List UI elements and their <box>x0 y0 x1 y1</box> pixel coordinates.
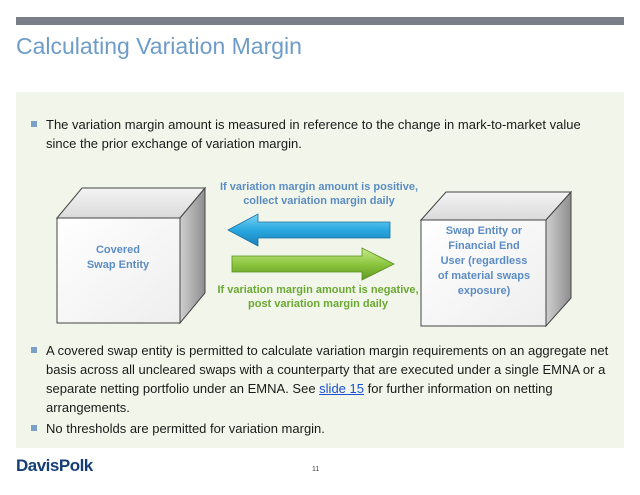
diagram-graphic <box>55 186 573 328</box>
bullet-square-icon <box>31 425 37 431</box>
positive-label-line: collect variation margin daily <box>243 195 395 207</box>
right-box-line: Swap Entity or <box>445 225 523 237</box>
page-number: 11 <box>312 466 320 473</box>
positive-arrow-label: If variation margin amount is positive, … <box>200 180 438 208</box>
page-title: Calculating Variation Margin <box>16 33 302 59</box>
left-box <box>55 186 207 325</box>
bullet-text-part: A covered swap entity is permitted to ca… <box>46 343 609 396</box>
arrow-left-icon <box>227 213 391 247</box>
top-bar <box>16 17 624 25</box>
bullet-text: A covered swap entity is permitted to ca… <box>46 341 616 417</box>
bullet-square-icon <box>31 121 37 127</box>
right-box-line: User (regardless <box>440 255 528 267</box>
negative-arrow-label: If variation margin amount is negative, … <box>196 283 440 311</box>
bullet-thresholds: No thresholds are permitted for variatio… <box>31 419 621 439</box>
bullet-text-part: for further information on netting arran… <box>46 381 553 415</box>
bullet-intro: The variation margin amount is measured … <box>31 115 611 155</box>
negative-label-line: If variation margin amount is negative, <box>217 284 419 296</box>
left-box-label: Covered Swap Entity <box>62 243 174 273</box>
arrow-right-icon <box>231 247 395 281</box>
right-box-line: exposure) <box>457 285 511 297</box>
bullet-aggregate-netting: A covered swap entity is permitted to ca… <box>31 341 621 419</box>
bullet-text: The variation margin amount is measured … <box>46 117 581 151</box>
davispolk-logo: DavisPolk <box>16 456 93 475</box>
left-box-line: Covered <box>95 244 141 256</box>
right-box-line: of material swaps <box>437 270 531 282</box>
positive-label-line: If variation margin amount is positive, <box>219 181 419 193</box>
right-box-label: Swap Entity or Financial End User (regar… <box>423 224 545 299</box>
negative-label-line: post variation margin daily <box>248 298 388 310</box>
left-box-line: Swap Entity <box>86 259 150 271</box>
right-box <box>419 190 573 328</box>
bullet-square-icon <box>31 347 37 353</box>
bullet-text: No thresholds are permitted for variatio… <box>46 421 325 436</box>
right-box-line: Financial End <box>448 240 520 252</box>
variation-margin-diagram: Covered Swap Entity Swap Entity or Finan… <box>0 170 640 340</box>
slide-15-link[interactable]: slide 15 <box>319 381 364 396</box>
